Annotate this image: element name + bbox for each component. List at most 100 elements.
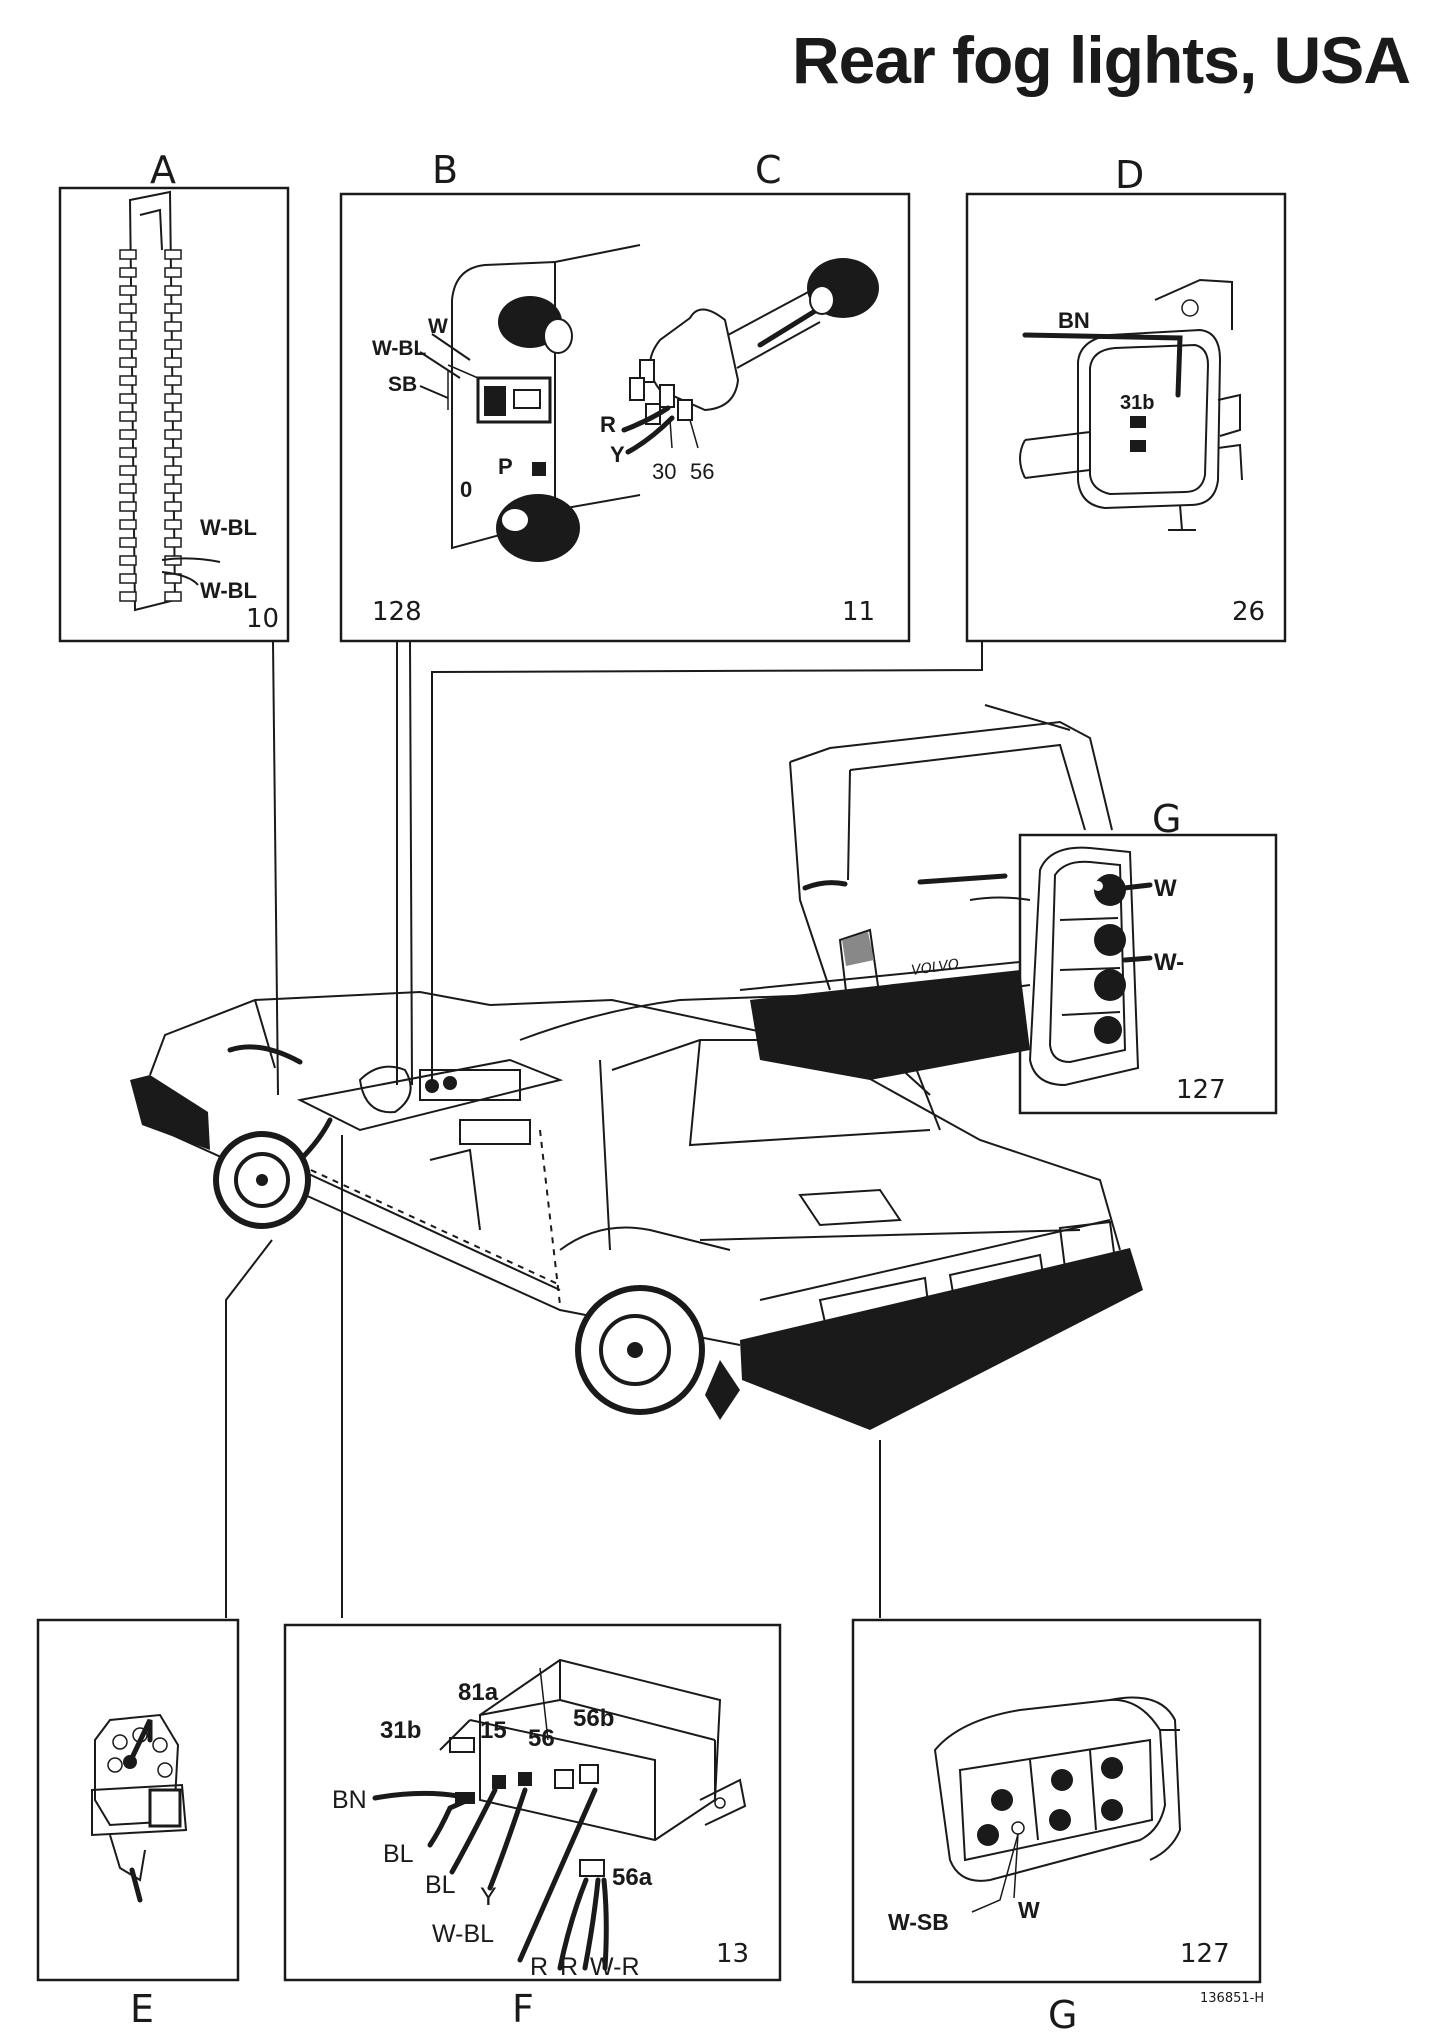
strip-terminal [119, 429, 137, 440]
strip-terminal [164, 393, 182, 404]
strip-terminal [119, 357, 137, 368]
strip-terminal [119, 267, 137, 278]
strip-terminal [119, 285, 137, 296]
wagon-rear-illustration: VOLVO [739, 704, 1113, 1080]
wire-label-f-bn: BN [332, 1786, 367, 1814]
wire-label-d-bn: BN [1058, 308, 1090, 333]
strip-terminal [164, 339, 182, 350]
terminal-label-f-56b: 56b [573, 1705, 614, 1732]
panel-g-top-frame [1018, 833, 1278, 1115]
panel-letter-c: C [755, 148, 782, 192]
wire-label-b-sb: SB [388, 373, 417, 396]
panel-a: W-BL W-BL 10 [58, 186, 290, 643]
strip-terminal [164, 303, 182, 314]
panel-g-bottom: W-SB W 127 [851, 1618, 1262, 1984]
panel-e-frame [36, 1618, 240, 1982]
car-badge: VOLVO [910, 956, 960, 979]
terminal-label-f-56a: 56a [612, 1864, 653, 1891]
strip-terminal [119, 483, 137, 494]
light-switch-illustration [621, 258, 879, 455]
strip-terminal [164, 537, 182, 548]
terminal-label-d-31b: 31b [1120, 392, 1154, 414]
strip-terminal [119, 249, 137, 260]
strip-terminal [164, 411, 182, 422]
panel-a-ref: 10 [246, 604, 279, 634]
panel-bc: 0 P W W-BL SB 128 R Y [339, 192, 911, 643]
page-title: Rear fog lights, USA [791, 23, 1411, 97]
panel-f-ref: 13 [716, 1939, 749, 1969]
terminal-label-f-31b: 31b [380, 1717, 421, 1744]
panel-f-frame [283, 1623, 782, 1982]
panel-letter-a: A [150, 148, 176, 192]
wire-label-f-r-2: R [560, 1953, 578, 1981]
strip-terminal [164, 375, 182, 386]
wire-label-g-top-w-dash: W- [1154, 949, 1184, 976]
wire-label-f-r-1: R [530, 1953, 548, 1981]
strip-terminal [119, 393, 137, 404]
panel-d-frame [965, 192, 1287, 643]
terminal-label-f-15: 15 [480, 1717, 507, 1744]
strip-terminal [119, 375, 137, 386]
wire-label-c-r: R [600, 412, 616, 437]
strip-terminal [119, 447, 137, 458]
panel-e [36, 1618, 240, 1982]
wire-label-a-2: W-BL [200, 578, 257, 603]
strip-terminal [119, 303, 137, 314]
wire-label-g-bottom-w-sb: W-SB [888, 1909, 949, 1935]
panel-letter-d: D [1115, 153, 1144, 197]
sedan-illustration [130, 990, 1143, 1430]
strip-terminal [164, 357, 182, 368]
strip-terminal [119, 321, 137, 332]
terminal-label-f-56: 56 [528, 1725, 555, 1752]
leader-lines [225, 641, 983, 1618]
strip-terminal [164, 501, 182, 512]
strip-terminal [164, 285, 182, 296]
panel-g-top-ref: 127 [1176, 1075, 1226, 1105]
terminal-label-c-56: 56 [690, 459, 714, 484]
strip-terminal [119, 537, 137, 548]
panel-bc-frame [339, 192, 911, 643]
strip-terminal [164, 447, 182, 458]
strip-terminal [164, 321, 182, 332]
panel-letter-g-bottom: G [1048, 1993, 1077, 2037]
wire-label-b-wbl: W-BL [372, 337, 427, 360]
panel-letter-e: E [130, 1987, 154, 2031]
panel-letter-g-top: G [1152, 797, 1181, 841]
panel-b-ref: 128 [372, 597, 422, 627]
wire-label-f-bl-1: BL [383, 1840, 414, 1868]
terminal-label-f-81a: 81a [458, 1679, 499, 1706]
panel-f: 81a 31b 15 56 56b 56a BN BL BL Y W-BL R … [283, 1623, 782, 1982]
wire-label-f-y: Y [480, 1883, 497, 1911]
wire-label-c-y: Y [610, 442, 625, 467]
strip-terminal [164, 429, 182, 440]
document-code: 136851-H [1200, 1991, 1264, 2006]
strip-terminal [119, 339, 137, 350]
wire-label-f-w-bl: W-BL [432, 1920, 494, 1948]
strip-terminal [164, 267, 182, 278]
panel-d: BN 31b 26 [965, 192, 1287, 643]
strip-terminal [119, 411, 137, 422]
panel-letter-f: F [512, 1987, 534, 2031]
panel-letter-b: B [432, 148, 458, 192]
strip-terminal [119, 465, 137, 476]
panel-d-ref: 26 [1232, 597, 1265, 627]
strip-terminal [164, 465, 182, 476]
strip-terminal [119, 591, 137, 602]
wire-label-b-w: W [428, 315, 448, 338]
strip-terminal [119, 573, 137, 584]
terminal-label-c-30: 30 [652, 459, 676, 484]
panel-g-bottom-ref: 127 [1180, 1939, 1230, 1969]
wire-label-g-bottom-w: W [1018, 1897, 1040, 1923]
wire-label-f-bl-2: BL [425, 1871, 456, 1899]
strip-terminal [164, 519, 182, 530]
terminal-strip-illustration [119, 190, 182, 612]
wire-label-f-w-r: W-R [590, 1953, 640, 1981]
panel-a-frame [58, 186, 290, 643]
strip-terminal [119, 555, 137, 566]
strip-terminal [119, 501, 137, 512]
strip-terminal [164, 591, 182, 602]
panel-g-bottom-frame [851, 1618, 1262, 1984]
strip-terminal [119, 519, 137, 530]
strip-terminal [164, 483, 182, 494]
